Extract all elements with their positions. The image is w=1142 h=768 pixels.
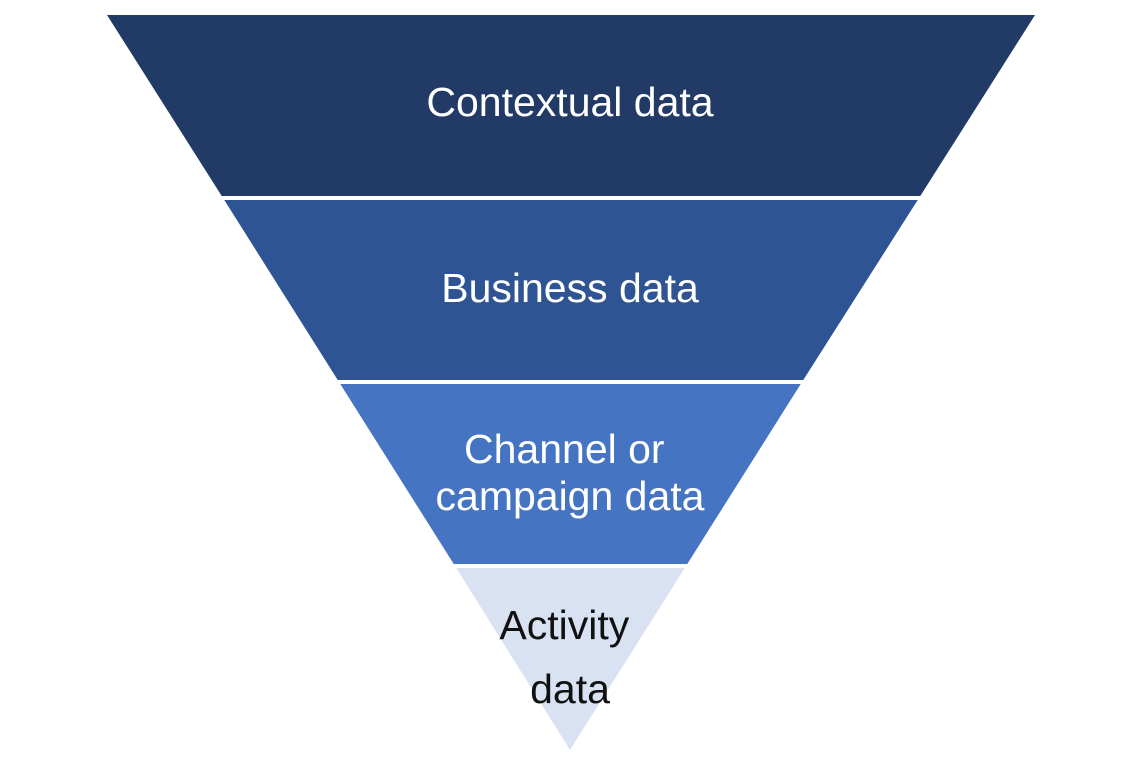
tier-business-data-band [223,198,919,382]
tier-label-line: Activity [499,602,629,648]
tier-activity-data-label: Activity data [499,602,640,712]
tier-label-line: data [530,666,610,712]
tier-label-line: campaign data [436,473,705,519]
tier-label-line: Business data [441,265,699,311]
tier-label-line: Contextual data [426,79,713,125]
tier-channel-campaign-data-label: Channel or campaign data [436,426,705,519]
tier-contextual-data-label: Contextual data [426,79,713,125]
tier-contextual-data-band [107,15,1035,198]
tier-channel-campaign-data-band [339,382,802,566]
tier-business-data-label: Business data [441,265,699,311]
tier-label-line: Channel or [464,426,665,472]
tier-activity-data-band [455,566,686,750]
